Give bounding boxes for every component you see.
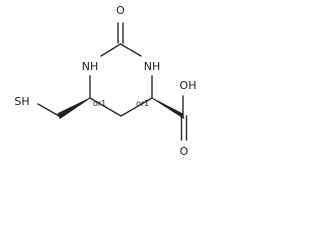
structure-diagram: O NH NH SH OH O or1 or1 — [14, 4, 196, 158]
stereo-label-left: or1 — [93, 99, 106, 108]
atom-thiol: SH — [14, 95, 29, 108]
stereo-label-right: or1 — [136, 99, 149, 108]
bond-c6-c5 — [89, 97, 122, 117]
atom-hydroxyl: OH — [180, 79, 197, 92]
atom-carbonyl-oxygen: O — [116, 4, 125, 17]
atom-acid-oxygen: O — [180, 145, 189, 158]
bond-ch2-sh — [37, 103, 60, 117]
atom-nitrogen-right: NH — [144, 60, 161, 73]
wedge-c4-cooh — [151, 97, 185, 119]
bond-c5-c4 — [120, 97, 153, 117]
bond-c2-n-left — [100, 43, 122, 57]
bonds — [37, 22, 188, 141]
atom-labels: O NH NH SH OH O — [14, 4, 196, 158]
atom-nitrogen-left: NH — [82, 60, 99, 73]
wedge-bonds — [57, 97, 185, 119]
stereo-labels: or1 or1 — [93, 99, 149, 108]
bond-c2-n-right — [119, 43, 142, 57]
wedge-c6-ch2 — [57, 97, 91, 119]
